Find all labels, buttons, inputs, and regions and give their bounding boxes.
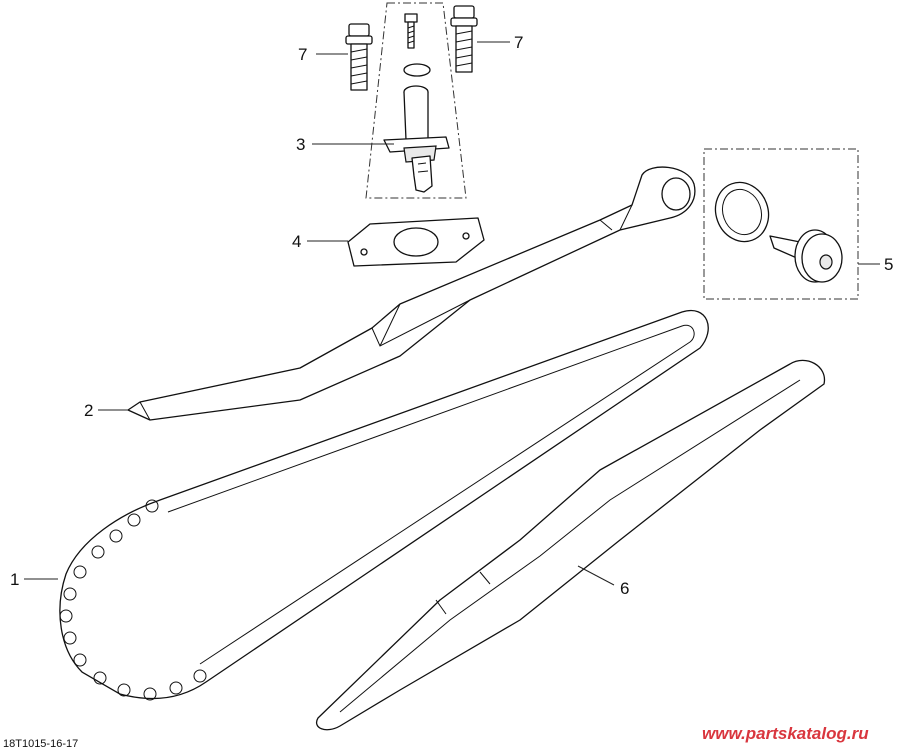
screw-left — [345, 23, 373, 91]
gasket-part — [347, 217, 485, 267]
small-screw — [404, 13, 418, 49]
callout-tensioner: 3 — [296, 135, 305, 154]
diagram-code: 18T1015-16-17 — [3, 738, 79, 750]
callout-chain: 1 — [10, 570, 19, 589]
tensioner-o-ring — [403, 63, 431, 77]
leader-6 — [577, 565, 615, 586]
callout-screw-left: 7 — [298, 45, 307, 64]
tensioner-part — [383, 85, 450, 193]
plug-part — [769, 229, 843, 283]
chain-guide-part — [316, 359, 825, 731]
tensioner-enclosure — [365, 2, 467, 199]
callout-chain-guide: 6 — [620, 579, 629, 598]
plug-enclosure — [703, 148, 859, 300]
screw-right — [450, 5, 478, 73]
tensioner-guide-part — [127, 166, 696, 421]
watermark: www.partskatalog.ru — [702, 724, 869, 743]
plug-o-ring — [714, 181, 770, 243]
callout-screw-right: 7 — [514, 33, 523, 52]
timing-chain-part — [59, 309, 709, 701]
callout-tensioner-guide: 2 — [84, 401, 93, 420]
callout-plug: 5 — [884, 255, 893, 274]
callout-gasket: 4 — [292, 232, 301, 251]
